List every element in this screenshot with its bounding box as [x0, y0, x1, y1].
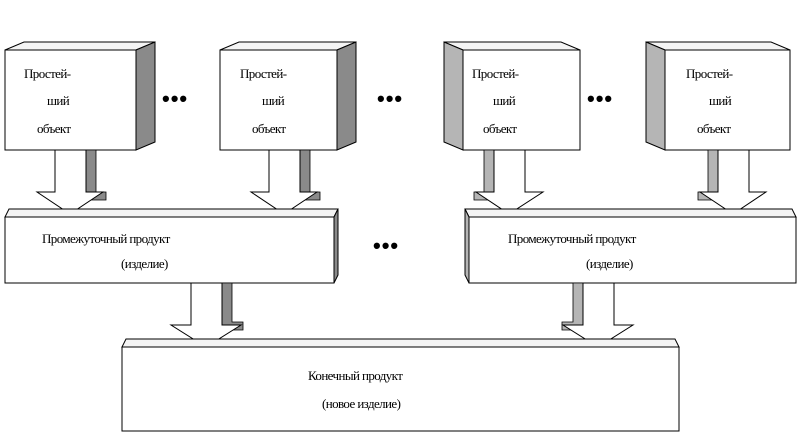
intermediate-product-label-line2: (изделие): [586, 256, 633, 271]
simple-object-label-line2: ший: [493, 93, 516, 108]
simple-object-box-4: Простей- ший объект: [645, 41, 791, 151]
simple-object-label-line1: Простей-: [686, 66, 733, 81]
final-product-label-line1: Конечный продукт: [308, 368, 403, 383]
arrow-down-2: [249, 149, 321, 215]
intermediate-product-box-2: Промежуточный продукт (изделие): [464, 208, 797, 284]
simple-object-label-line2: ший: [47, 93, 70, 108]
simple-object-label-line1: Простей-: [24, 66, 71, 81]
arrow-down-4: [697, 149, 768, 215]
simple-object-label-line2: ший: [709, 93, 732, 108]
arrow-down-1: [35, 149, 107, 215]
simple-object-label-line3: объект: [697, 121, 731, 136]
ellipsis-top-3: •••: [587, 86, 613, 111]
simple-object-label-line3: объект: [37, 121, 71, 136]
simple-object-label-line3: объект: [483, 121, 517, 136]
simple-object-box-2: Простей- ший объект: [219, 41, 357, 151]
simple-object-box-1: Простей- ший объект: [4, 41, 156, 151]
intermediate-product-box-1: Промежуточный продукт (изделие): [4, 208, 339, 284]
ellipsis-middle: •••: [373, 233, 399, 258]
intermediate-product-label-line2: (изделие): [121, 256, 168, 271]
ellipsis-top-1: •••: [162, 86, 188, 111]
ellipsis-top-2: •••: [377, 86, 403, 111]
final-product-label-line2: (новое изделие): [322, 396, 401, 411]
simple-object-label-line2: ший: [262, 93, 285, 108]
simple-object-box-3: Простей- ший объект: [443, 41, 581, 151]
arrow-down-6: [561, 282, 635, 348]
simple-object-label-line1: Простей-: [472, 66, 519, 81]
final-product-box: Конечный продукт (новое изделие): [121, 338, 680, 432]
simple-object-label-line3: объект: [252, 121, 286, 136]
intermediate-product-label-line1: Промежуточный продукт: [42, 231, 171, 246]
intermediate-product-label-line1: Промежуточный продукт: [508, 231, 637, 246]
arrow-down-3: [473, 149, 545, 215]
simple-object-label-line1: Простей-: [240, 66, 287, 81]
arrow-down-5: [169, 282, 244, 348]
